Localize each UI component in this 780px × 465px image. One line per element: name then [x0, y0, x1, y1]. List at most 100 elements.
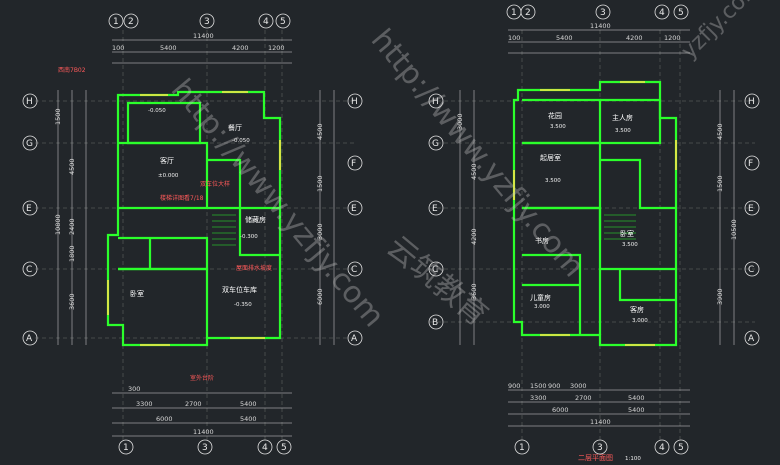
level-4: -0.350 [234, 302, 252, 308]
axis-5-top: 5 [280, 17, 286, 27]
p2-left-dim-3: 4200 [470, 228, 478, 245]
p2-top-dim-1: 100 [508, 34, 520, 42]
p2-axis-5-top: 5 [678, 8, 684, 18]
room-bedroom: 卧室 [130, 289, 144, 298]
axis-E-right: E [351, 204, 357, 214]
p2-axis-3-bottom: 3 [597, 443, 603, 453]
p2-bottom-dim-1: 900 [508, 382, 520, 390]
second-floor-plan: 1 2 3 4 5 1 3 4 5 H G E C B H F E C A 11… [428, 4, 760, 462]
p2-axis-B-left: B [432, 318, 438, 328]
axis-H-left: H [26, 97, 33, 107]
p2-axis-1-bottom: 1 [519, 443, 525, 453]
p2-bottom-dim-7: 5400 [628, 394, 645, 402]
watermark-url-1: http://www.yzfjy.com [164, 73, 391, 334]
p2-room-sitting: 起居室 [540, 153, 561, 162]
p2-drawing-title: 二层平面图 [578, 454, 613, 462]
axis-A-right: A [351, 334, 358, 344]
bottom-total-dim: 11400 [193, 428, 214, 436]
left-dim-6: 3600 [68, 293, 76, 310]
p2-room-garden: 花园 [548, 111, 562, 120]
p2-top-dim-4: 1200 [664, 34, 681, 42]
p2-level-5: 3.000 [534, 304, 550, 310]
note-steps: 室外台阶 [190, 374, 214, 382]
p2-bottom-dim-9: 5400 [628, 406, 645, 414]
p2-axis-C-left: C [432, 265, 438, 275]
p2-axis-3-top: 3 [600, 8, 606, 18]
p2-bottom-dim-2: 1500 [530, 382, 547, 390]
axis-5-bottom: 5 [281, 443, 287, 453]
bottom-dim-2: 2700 [185, 400, 202, 408]
axis-E-left: E [26, 204, 32, 214]
p2-bottom-dim-5: 3300 [530, 394, 547, 402]
bottom-dim-4: 5400 [240, 400, 257, 408]
p2-axis-E-right: E [748, 204, 754, 214]
p2-right-dim-2: 1500 [716, 175, 724, 192]
left-dim-4: 2400 [68, 218, 76, 235]
p2-room-bedroom1: 卧室 [620, 229, 634, 238]
note-roof: 屋面排水坡度 [236, 264, 272, 272]
axis-C-right: C [351, 265, 357, 275]
p2-level-4: 3.500 [622, 242, 638, 248]
p2-bottom-dim-3: 900 [548, 382, 560, 390]
left-dim-1: 1500 [54, 108, 62, 125]
p2-axis-C-right: C [748, 265, 754, 275]
axis-G-left: G [26, 139, 33, 149]
watermark-corner: yzfjy.com [677, 0, 767, 64]
p2-right-dim-3: 10500 [730, 219, 738, 240]
axis-3-bottom: 3 [202, 443, 208, 453]
p2-bottom-dim-6: 2700 [575, 394, 592, 402]
axis-1-bottom: 1 [123, 443, 129, 453]
p2-level-6: 3.000 [632, 318, 648, 324]
axis-1-top: 1 [113, 17, 119, 27]
note-detail-ref: 西南7B02 [58, 66, 86, 74]
p2-bottom-dim-4: 3000 [570, 382, 587, 390]
p2-axis-2-top: 2 [525, 8, 531, 18]
p2-room-study: 书房 [535, 236, 549, 245]
axis-3-top: 3 [204, 17, 210, 27]
level-3: -0.050 [232, 138, 250, 144]
ground-stair [212, 214, 236, 246]
p2-axis-E-left: E [432, 204, 438, 214]
p2-axis-F-right: F [748, 159, 753, 169]
bottom-dim-1: 300 [128, 385, 140, 393]
p2-axis-A-right: A [748, 334, 755, 344]
axis-C-left: C [26, 265, 32, 275]
top-dim-2: 5400 [160, 44, 177, 52]
axis-4-bottom: 4 [262, 443, 268, 453]
p2-level-2: 3.500 [615, 128, 631, 134]
axis-4-top: 4 [263, 17, 269, 27]
p2-axis-H-left: H [432, 97, 439, 107]
axis-2-top: 2 [128, 17, 134, 27]
second-windows [513, 81, 677, 346]
p2-left-dim-4: 3600 [470, 283, 478, 300]
room-dining: 餐厅 [228, 123, 242, 132]
p2-left-dim-1: 3000 [456, 113, 464, 130]
room-living: 客厅 [160, 156, 174, 165]
bottom-dim-3: 3300 [136, 400, 153, 408]
p2-bottom-dim-8: 6000 [552, 406, 569, 414]
room-garage: 双车位车库 [222, 285, 257, 294]
level-5: -0.300 [240, 234, 258, 240]
bottom-dim-6: 5400 [240, 415, 257, 423]
p2-right-dim-4: 3900 [716, 288, 724, 305]
bottom-dim-5: 6000 [156, 415, 173, 423]
axis-H-right: H [351, 97, 358, 107]
p2-top-total: 11400 [590, 22, 611, 30]
p2-axis-4-top: 4 [659, 8, 665, 18]
level-1: -0.050 [148, 108, 166, 114]
right-dim-1: 4500 [316, 123, 324, 140]
p2-axis-4-bottom: 4 [659, 443, 665, 453]
p2-left-dim-2: 4500 [470, 163, 478, 180]
right-dim-3: 3000 [316, 223, 324, 240]
p2-top-dim-2: 5400 [556, 34, 573, 42]
ground-windows [107, 91, 281, 346]
top-total-dim: 11400 [193, 32, 214, 40]
left-dim-2: 4500 [68, 158, 76, 175]
p2-bottom-total: 11400 [590, 418, 611, 426]
left-dim-5: 1800 [68, 245, 76, 262]
right-dim-2: 1500 [316, 175, 324, 192]
p2-level-3: 3.500 [545, 178, 561, 184]
top-axis-labels [108, 13, 292, 455]
ground-floor-plan: 1 2 3 4 5 1 3 4 5 11400 100 5400 4200 12… [22, 13, 363, 455]
